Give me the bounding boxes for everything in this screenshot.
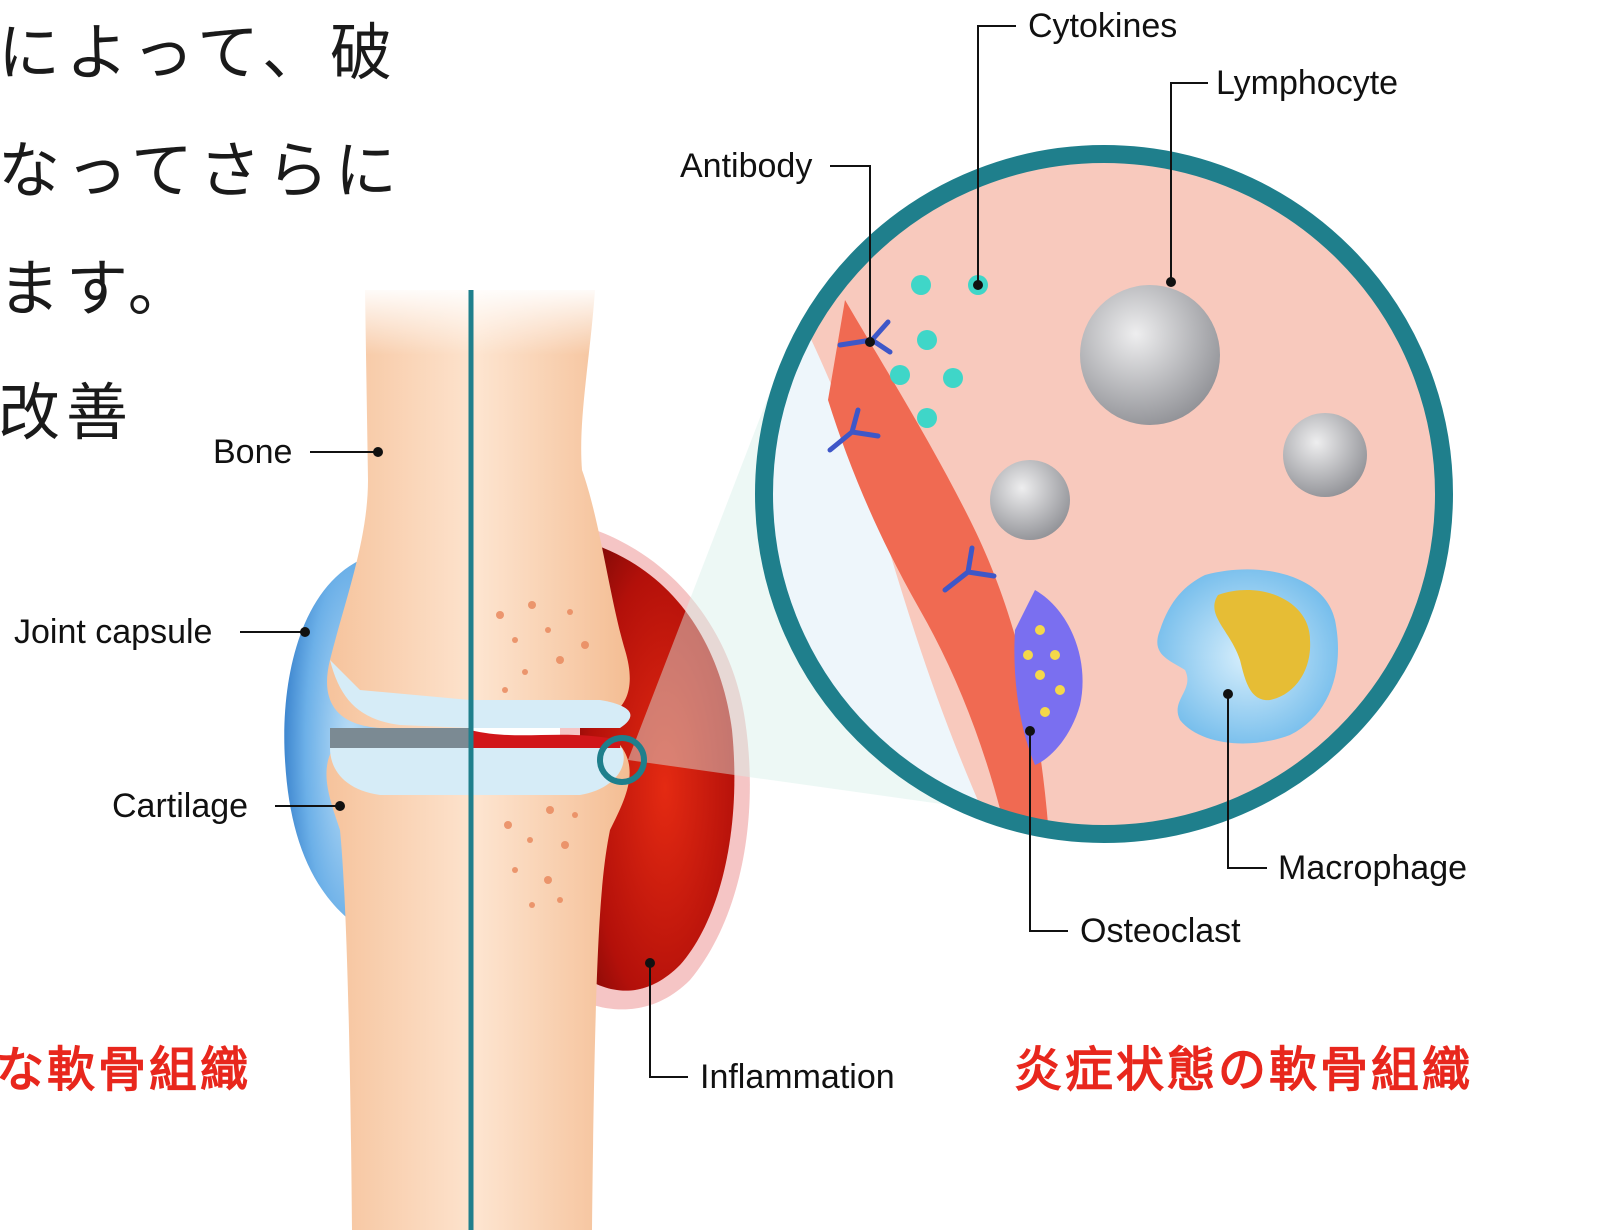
label-lymphocyte: Lymphocyte bbox=[1216, 66, 1398, 100]
caption-inflamed-cartilage: 炎症状態の軟骨組織 bbox=[1014, 1046, 1473, 1094]
lymphocyte-cell bbox=[1080, 285, 1220, 425]
label-inflammation: Inflammation bbox=[700, 1060, 895, 1094]
label-cytokines: Cytokines bbox=[1028, 9, 1177, 43]
label-cartilage: Cartilage bbox=[112, 789, 248, 823]
label-osteoclast: Osteoclast bbox=[1080, 914, 1241, 948]
lymphocyte-cell-2 bbox=[1283, 413, 1367, 497]
label-macrophage: Macrophage bbox=[1278, 851, 1467, 885]
label-joint-capsule: Joint capsule bbox=[14, 615, 212, 649]
femur-bone bbox=[327, 290, 630, 728]
tibia-bone bbox=[326, 745, 629, 1230]
label-bone: Bone bbox=[213, 435, 292, 469]
lymphocyte-cell-3 bbox=[990, 460, 1070, 540]
caption-healthy-cartilage: な軟骨組織 bbox=[0, 1046, 251, 1094]
label-antibody: Antibody bbox=[680, 149, 812, 183]
